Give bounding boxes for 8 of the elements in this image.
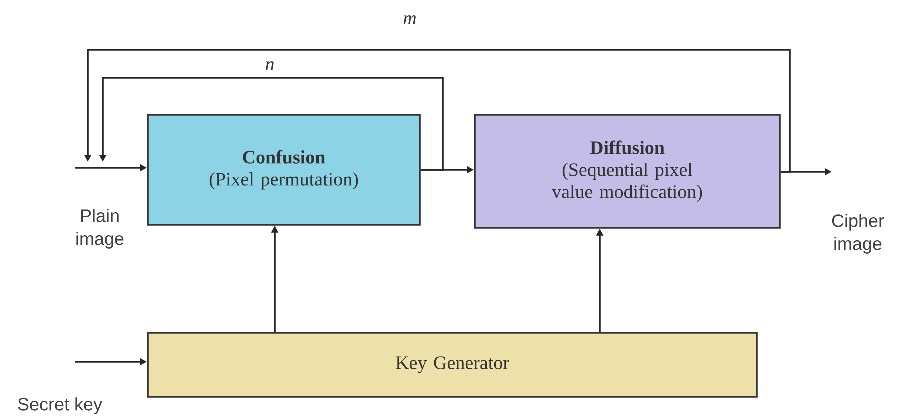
- process-box: Diffusion (Sequential pixel value modification): [474, 114, 781, 229]
- edge-label: m: [402, 14, 418, 26]
- io-label: Plain image: [76, 209, 124, 249]
- io-label: Secret key: [18, 398, 102, 414]
- edge-label: n: [264, 60, 276, 72]
- process-box: Confusion (Pixel permutation): [147, 114, 421, 226]
- io-label: Cipher image: [832, 214, 884, 254]
- generator-box: Key Generator: [147, 332, 758, 398]
